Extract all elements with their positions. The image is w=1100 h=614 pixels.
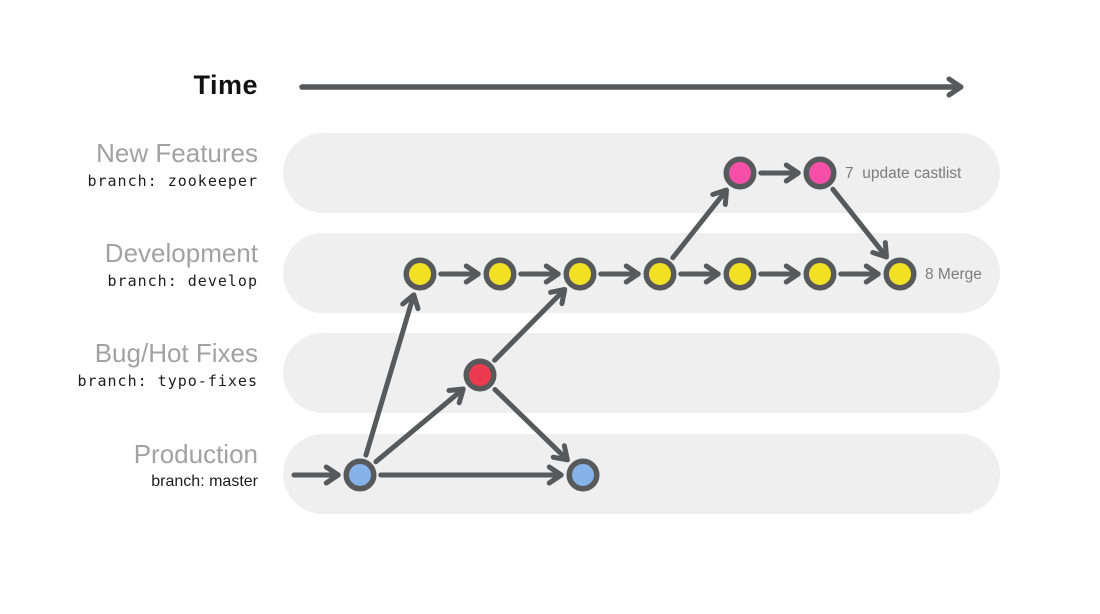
time-axis-label: Time [193,70,258,100]
lane-label-develop: Development branch: develop [8,238,258,291]
commit-node-m2 [566,458,600,492]
lane-label-hotfix: Bug/Hot Fixes branch: typo-fixes [8,338,258,391]
edge-m1-to-d1 [363,292,421,458]
edge-f2-to-d7 [830,186,889,260]
commit-node-d1 [403,257,437,291]
commit-node-d3 [563,257,597,291]
lane-branch-label: branch: master [151,473,258,491]
edge-h1-to-d3 [492,286,568,363]
commit-node-d5 [723,257,757,291]
commit-node-d4 [643,257,677,291]
lane-branch-label: branch: develop [107,272,258,291]
commit-node-d6 [803,257,837,291]
commit-node-d2 [483,257,517,291]
commit-node-h1 [463,358,497,392]
commit-annotation-f2: 7 update castlist [845,165,962,182]
edge-m1-to-h1 [373,386,466,465]
lane-branch-label: branch: typo-fixes [77,372,258,391]
lane-title: Production [133,439,258,469]
commit-node-m1 [343,458,377,492]
lane-title: New Features [96,138,258,168]
lane-title: Bug/Hot Fixes [94,338,258,368]
commit-node-f2 [803,156,837,190]
edge-h1-to-m2 [492,386,570,463]
lane-label-features: New Features branch: zookeeper [8,138,258,191]
lane-hotfix [283,333,1000,413]
lane-label-production: Production branch: master [8,439,258,491]
lane-branch-label: branch: zookeeper [87,172,258,191]
commit-annotation-d7: 8 Merge [925,266,982,283]
lane-title: Development [104,238,258,268]
edge-d4-to-f1 [670,187,729,261]
commit-node-f1 [723,156,757,190]
lane-features [283,133,1000,213]
commit-node-d7 [883,257,917,291]
